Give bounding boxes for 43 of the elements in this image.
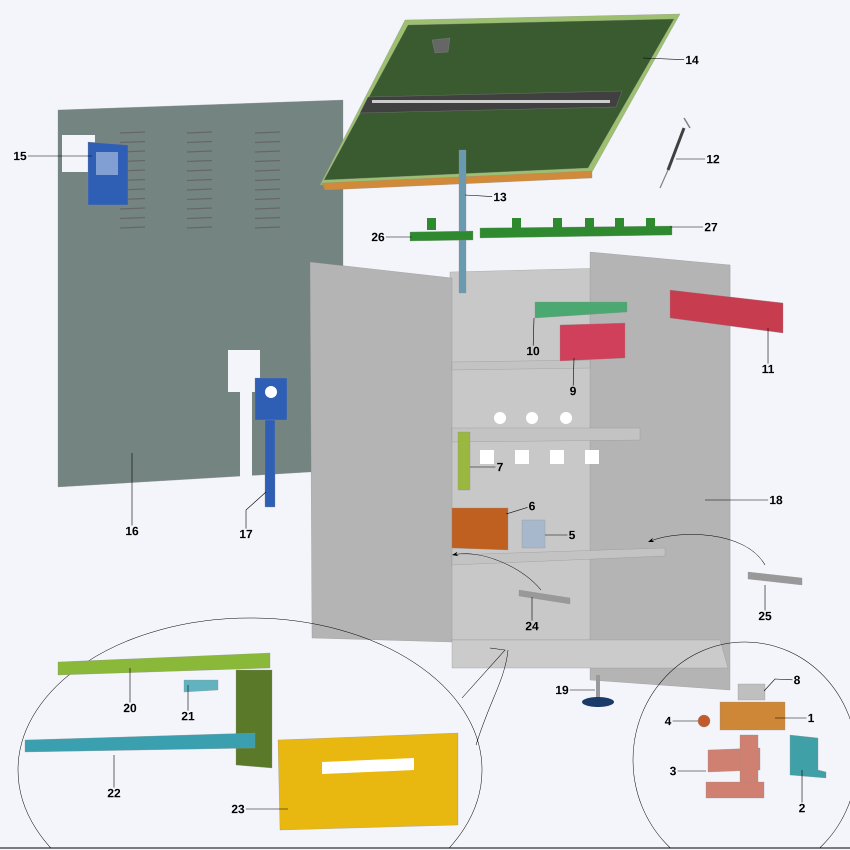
callout-number: 3 [670,766,676,776]
callout-number: 2 [799,804,805,812]
leader-line [544,534,568,536]
leader-line [506,507,528,514]
callout-number: 11 [762,364,774,374]
callout-number: 23 [232,804,244,814]
callout-number: 6 [529,502,535,510]
callout-number: 4 [664,716,672,726]
leader-line [676,158,706,160]
leader-line [246,492,266,529]
callout-number: 16 [126,526,138,536]
callout-number: 27 [704,222,718,232]
leader-line [764,678,793,692]
leader-line [572,358,574,386]
callout-number: 21 [182,712,194,720]
leader-line [464,194,492,197]
callout-number: 8 [794,676,800,684]
leader-line [672,720,698,722]
callout-number: 19 [556,686,568,694]
callout-number: 25 [758,612,772,620]
leader-line [386,236,412,238]
callout-number: 12 [707,154,720,164]
leader-line [470,466,496,468]
callout-number: 5 [569,530,575,540]
callout-number: 9 [570,386,576,396]
leader-line [532,318,534,346]
callout-number: 13 [494,192,506,202]
callout-number: 26 [372,232,384,242]
callout-number: 24 [526,622,539,630]
leader-line [642,58,684,60]
leader-line [246,808,288,810]
callout-number: 22 [108,788,120,798]
leader-line [677,770,706,772]
callout-number: 15 [14,152,26,160]
callout-number: 20 [124,704,136,712]
callout-number: 14 [686,56,699,64]
callout-number: 17 [240,530,252,538]
callout-number: 10 [527,346,540,356]
callout-number: 18 [770,496,782,504]
callout-number: 7 [497,462,503,472]
callout-number: 1 [808,714,814,722]
leader-line [670,226,704,228]
leader-line [764,584,766,611]
